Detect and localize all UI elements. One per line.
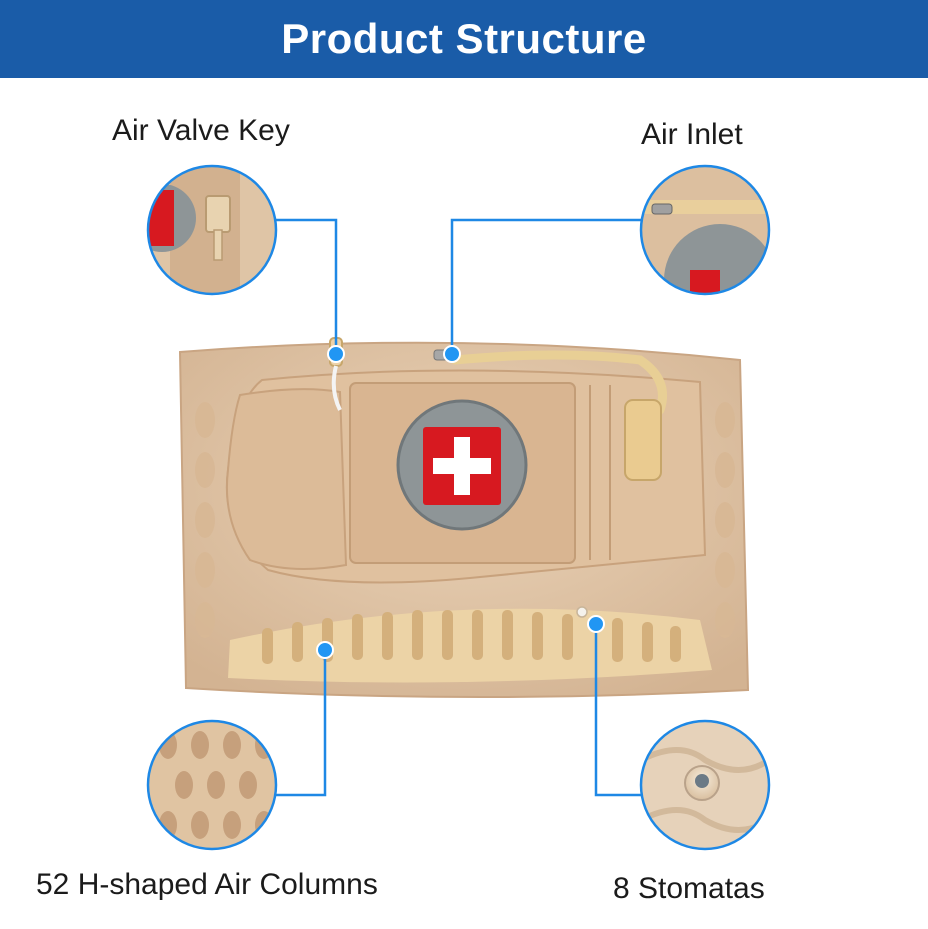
air-columns-closeup bbox=[146, 719, 278, 851]
callout-dots bbox=[316, 345, 605, 659]
label-stomatas: 8 Stomatas bbox=[613, 872, 765, 905]
label-air-inlet: Air Inlet bbox=[641, 118, 743, 151]
air-valve-key-closeup bbox=[146, 164, 278, 296]
label-air-columns: 52 H-shaped Air Columns bbox=[36, 868, 378, 901]
page-title: Product Structure bbox=[281, 15, 647, 62]
stomata-closeup bbox=[639, 719, 771, 851]
label-air-valve-key: Air Valve Key bbox=[112, 114, 290, 147]
lumbar-belt-image bbox=[178, 337, 750, 699]
leader-lines bbox=[276, 218, 641, 797]
title-banner bbox=[0, 0, 928, 78]
air-inlet-closeup bbox=[639, 164, 771, 296]
